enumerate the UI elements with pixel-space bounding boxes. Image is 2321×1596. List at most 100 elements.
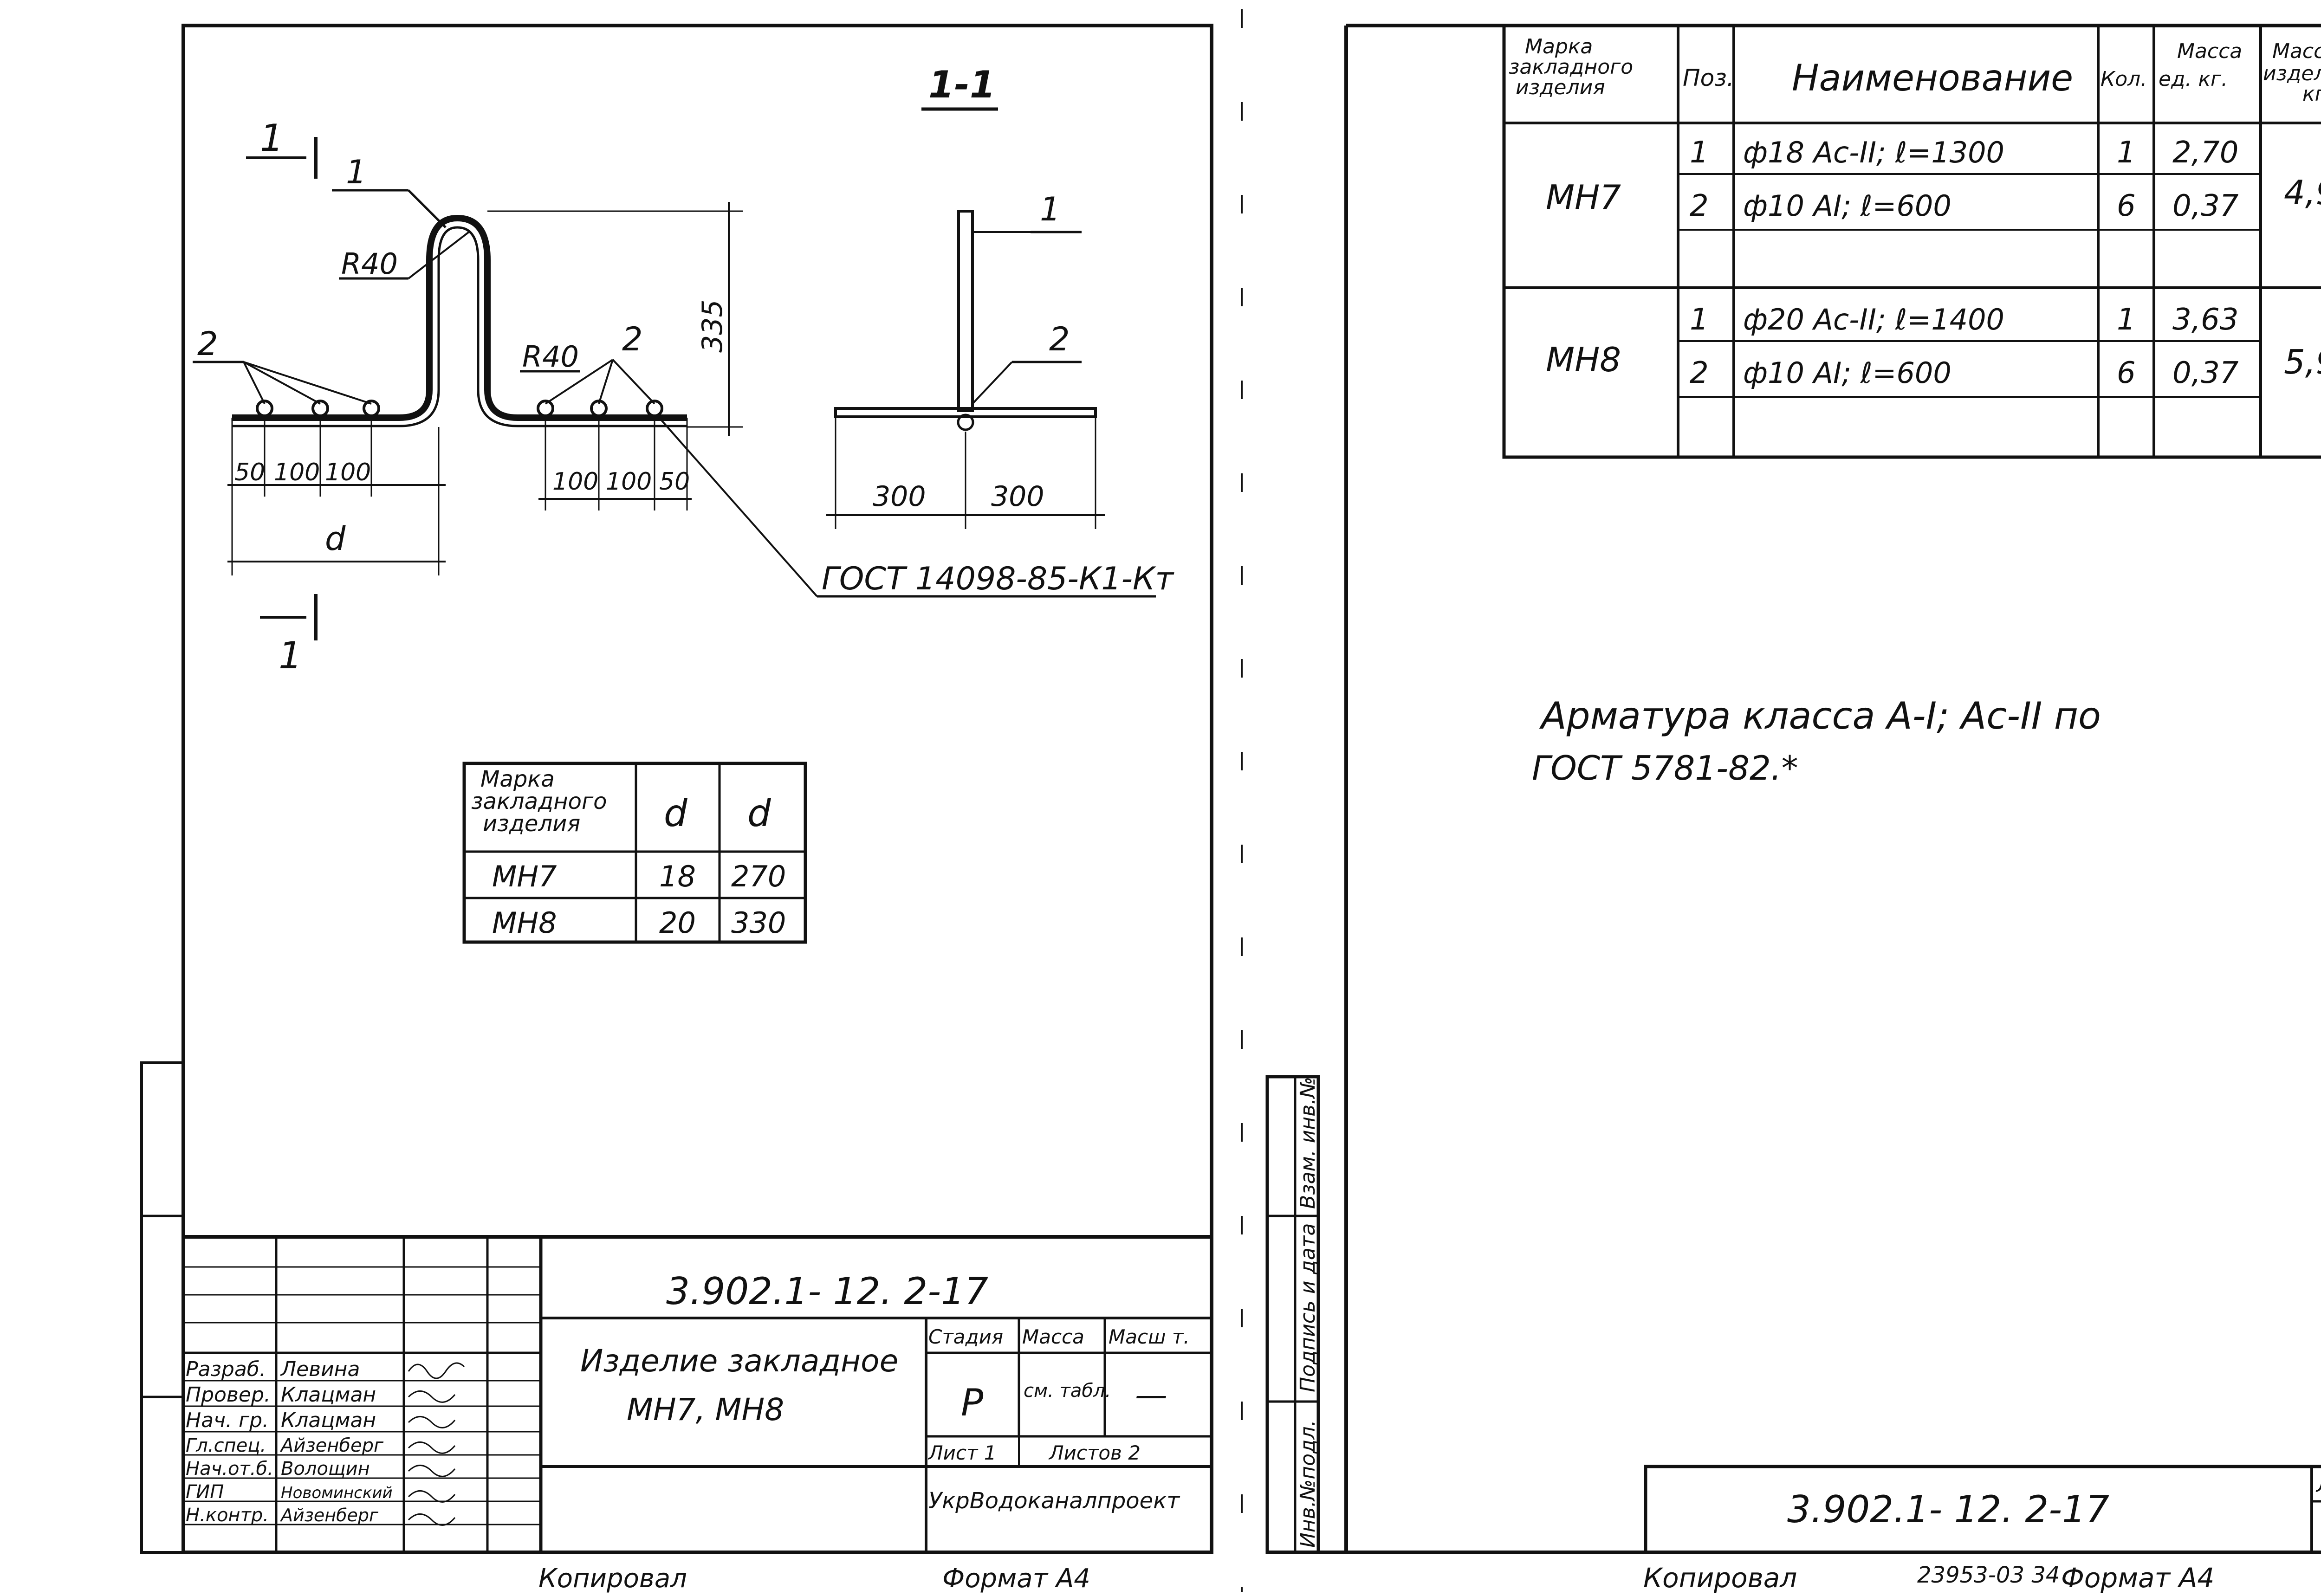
spec-mh8-name1: ф20 Ас-II; ℓ=1400: [1743, 303, 2004, 336]
dim-left-1: 50: [234, 459, 265, 486]
radius-label-top: R40: [341, 247, 398, 281]
stamp-sign: Подпись и дата: [1296, 1223, 1320, 1392]
sig-role-2: Провер.: [186, 1383, 271, 1407]
spec-mh7-qty2: 6: [2117, 189, 2136, 223]
right-footer-order: 23953-03 34: [1917, 1562, 2060, 1588]
dimension-table: Марка закладного изделия d d МН7 18 270 …: [462, 762, 807, 944]
right-footer-format: Формат А4: [2061, 1562, 2214, 1594]
spec-mh7-name2: ф10 АI; ℓ=600: [1743, 189, 1951, 223]
sig-name-5: Волощин: [281, 1458, 370, 1480]
sig-name-6: Новоминский: [281, 1484, 393, 1502]
side-pos-1: 1: [1040, 190, 1061, 228]
bent-bar-main: [232, 214, 687, 421]
height-dim: 335: [696, 299, 729, 353]
dim-right-2: 100: [606, 468, 652, 496]
spec-mh8-qty1: 1: [2117, 303, 2136, 337]
right-sheet: 55 Марка закладного изделия Поз. Наимено…: [1265, 24, 2321, 1594]
stamp-replace: Взам. инв.№: [1296, 1077, 1320, 1209]
dim-left-3: 100: [325, 459, 371, 486]
spec-mh8-qty2: 6: [2117, 356, 2136, 390]
left-footer-copied: Копировал: [538, 1564, 687, 1594]
mini-table-mh7: МН7: [492, 859, 557, 893]
spec-mh8-pos1: 1: [1690, 303, 1709, 337]
left-side-strip: [140, 1061, 185, 1554]
sig-role-7: Н.контр.: [186, 1505, 269, 1526]
spec-mh7-pos2: 2: [1690, 189, 1709, 223]
sig-role-5: Нач.от.б.: [186, 1458, 273, 1480]
mini-table-mh8-d: 20: [659, 906, 696, 940]
spec-mh8-name2: ф10 АI; ℓ=600: [1743, 356, 1951, 390]
dim-left-2: 100: [274, 459, 320, 486]
sig-name-1: Левина: [280, 1357, 360, 1381]
mini-table-mh7-d2: 270: [731, 859, 786, 893]
side-view: 1 2 300 300: [826, 190, 1105, 529]
section-label: 1-1: [928, 63, 996, 106]
cut-mark-bottom: 1: [260, 594, 318, 677]
dim-right-3: 50: [659, 468, 690, 496]
dim-d: d: [325, 520, 346, 558]
left-sheet-frame: [182, 24, 1213, 1554]
right-footer-copied: Копировал: [1643, 1562, 1797, 1594]
mini-table-mh7-d: 18: [659, 859, 696, 893]
spec-mh8-mass1: 3,63: [2172, 303, 2239, 337]
stage-value: Р: [961, 1381, 984, 1424]
svg-text:1: 1: [279, 634, 302, 677]
side-dim-2: 300: [991, 480, 1044, 513]
note-line-1: Арматура класса А-I; Ас-II по: [1539, 694, 2101, 737]
item-name-1: Изделие закладное: [580, 1343, 898, 1379]
mass-header: Масса: [1022, 1325, 1084, 1348]
stamp-inv: Инв.№подл.: [1296, 1420, 1320, 1548]
mini-table-header-d2: d: [747, 792, 772, 835]
pos-1-label: 1: [346, 153, 367, 191]
mass-value: см. табл.: [1024, 1380, 1111, 1402]
sig-role-1: Разраб.: [186, 1357, 266, 1381]
scale-header: Масш т.: [1109, 1325, 1190, 1348]
spec-mh7-total: 4,9: [2284, 173, 2321, 212]
spec-mark-mh8: МН8: [1546, 340, 1621, 379]
radius-label-right: R40: [522, 340, 579, 374]
spec-mark-mh7: МН7: [1546, 178, 1621, 217]
spec-mh7-mass1: 2,70: [2172, 136, 2239, 170]
right-doc-code: 3.902.1- 12. 2-17: [1787, 1488, 2109, 1531]
pos-2-label-left: 2: [197, 325, 218, 363]
stage-header: Стадия: [928, 1325, 1003, 1348]
sheet-label: Лист 1: [927, 1441, 997, 1464]
sig-role-4: Гл.спец.: [186, 1435, 266, 1456]
sig-name-4: Айзенберг: [279, 1435, 384, 1456]
spec-mh7-qty1: 1: [2117, 136, 2136, 170]
sig-name-2: Клацман: [281, 1383, 376, 1407]
sig-name-3: Клацман: [281, 1409, 376, 1432]
spec-header-item-mass: Масса изделия, кг: [2263, 39, 2321, 106]
mini-table-header-d1: d: [664, 792, 688, 835]
spec-header-qty: Кол.: [2101, 67, 2147, 91]
sig-name-7: Айзенберг: [279, 1505, 379, 1525]
spec-header-name: Наименование: [1792, 58, 2073, 99]
spec-mh8-pos2: 2: [1690, 356, 1709, 390]
side-dim-1: 300: [873, 480, 926, 513]
spec-mh7-name1: ф18 Ас-II; ℓ=1300: [1743, 136, 2004, 169]
note-line-2: ГОСТ 5781-82.*: [1532, 749, 1798, 788]
spec-mh7-pos1: 1: [1690, 136, 1709, 170]
mini-table-mh8: МН8: [492, 906, 557, 940]
spec-mh8-total: 5,9: [2284, 342, 2321, 381]
mini-table-mh8-d2: 330: [731, 906, 786, 940]
item-name-2: МН7, МН8: [627, 1392, 784, 1428]
sig-role-6: ГИП: [186, 1481, 224, 1503]
svg-text:1: 1: [260, 116, 284, 160]
doc-code: 3.902.1- 12. 2-17: [666, 1270, 988, 1313]
spec-table: Марка закладного изделия Поз. Наименован…: [1502, 24, 2321, 459]
spec-header-unit-mass: Масса ед. кг.: [2159, 39, 2249, 91]
gost-weld-label: ГОСТ 14098-85-К1-Кт: [822, 561, 1174, 597]
sheets-label: Листов 2: [1048, 1441, 1141, 1464]
scale-value: —: [1135, 1376, 1167, 1414]
spec-mh8-mass2: 0,37: [2172, 356, 2239, 390]
spec-header-mark: Марка закладного изделия: [1509, 35, 1640, 99]
left-sheet: 1-1 1 1 1 R40: [140, 24, 1213, 1594]
left-footer-format: Формат А4: [942, 1564, 1090, 1594]
pos-2-label-right: 2: [622, 320, 643, 358]
right-sheet-label: Лист: [2315, 1472, 2321, 1497]
spec-mh7-mass2: 0,37: [2172, 189, 2239, 223]
dim-right-1: 100: [552, 468, 598, 496]
left-title-block: Разраб. Левина Провер. Клацман Нач. гр. …: [183, 1235, 1212, 1552]
spec-header-pos: Поз.: [1683, 65, 1734, 91]
